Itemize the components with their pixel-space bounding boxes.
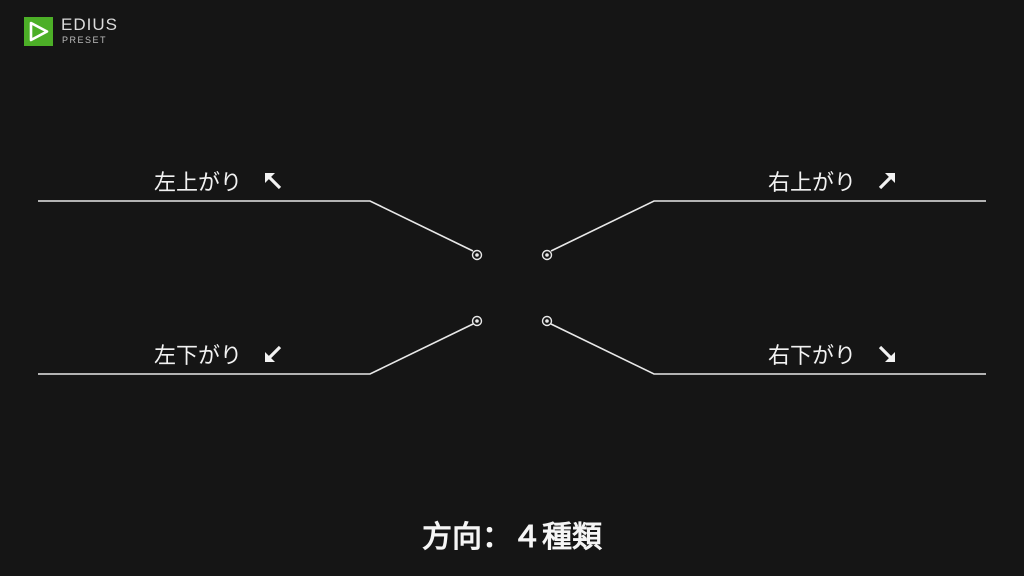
down-left-label: 左下がり	[154, 338, 283, 370]
down-right-label: 右下がり	[768, 338, 897, 370]
down-right-text: 右下がり	[768, 344, 857, 369]
up-left-leader-line	[38, 200, 474, 252]
brand-name: EDIUS	[61, 15, 118, 34]
down-right-anchor-point	[541, 315, 553, 327]
up-right-text: 右上がり	[768, 171, 857, 196]
up-left-label: 左上がり	[154, 165, 283, 197]
up-left-text: 左上がり	[154, 171, 243, 196]
caption-title: 方向：４種類	[422, 520, 602, 555]
arrow-down-left-icon	[265, 345, 282, 362]
down-left-leader-line	[38, 323, 474, 375]
down-left-text: 左下がり	[154, 344, 243, 369]
arrow-up-right-icon	[878, 173, 896, 190]
edius-logo: EDIUS PRESET	[24, 15, 144, 49]
down-left-anchor-point	[471, 315, 483, 327]
up-right-leader-line	[550, 200, 986, 252]
down-right-leader-line	[550, 323, 986, 375]
arrow-up-left-icon	[265, 173, 282, 190]
up-right-anchor-point	[541, 249, 553, 261]
brand-sub: PRESET	[62, 35, 108, 45]
up-right-label: 右上がり	[768, 165, 897, 197]
arrow-down-right-icon	[878, 345, 896, 362]
play-logo-icon	[24, 17, 53, 46]
up-left-anchor-point	[471, 249, 483, 261]
